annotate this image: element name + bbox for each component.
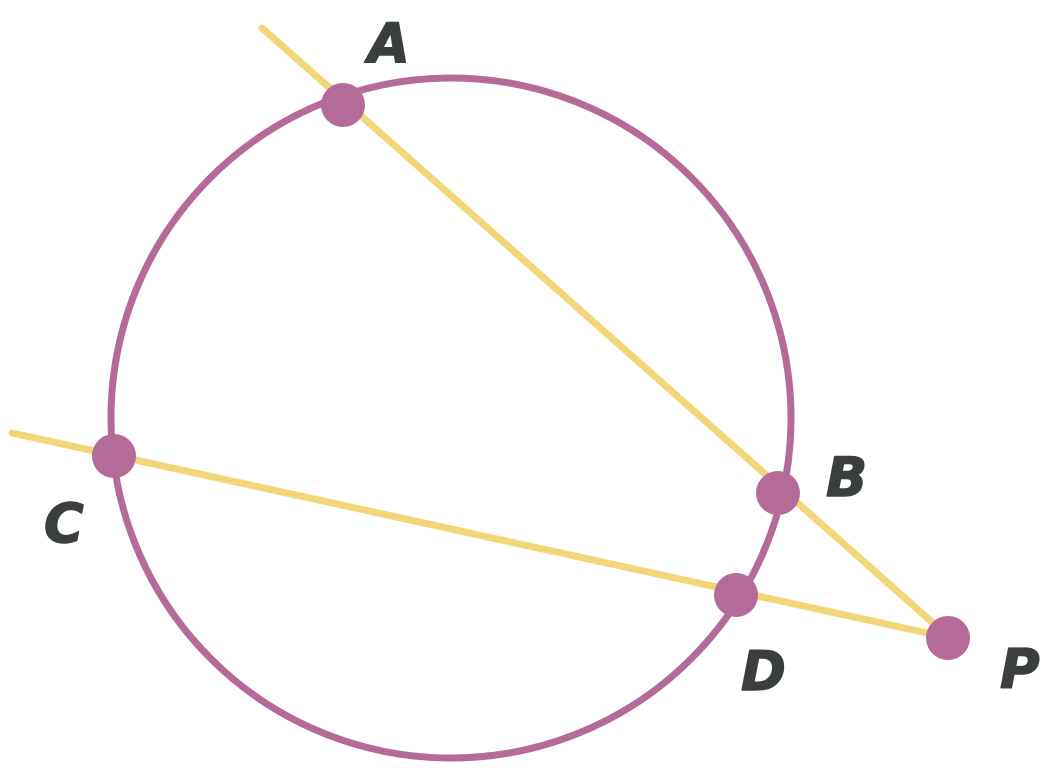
secant-line-pa	[258, 24, 954, 642]
point-d[interactable]	[714, 573, 758, 617]
label-c: C	[44, 492, 84, 555]
label-a: A	[364, 12, 410, 75]
label-p: P	[1000, 638, 1040, 701]
label-d: D	[741, 640, 786, 703]
point-p[interactable]	[926, 616, 970, 660]
point-b[interactable]	[756, 471, 800, 515]
point-a[interactable]	[321, 83, 365, 127]
point-c[interactable]	[92, 434, 136, 478]
secant-line-pc	[8, 429, 954, 642]
circle	[107, 74, 795, 762]
label-b: B	[826, 446, 867, 509]
